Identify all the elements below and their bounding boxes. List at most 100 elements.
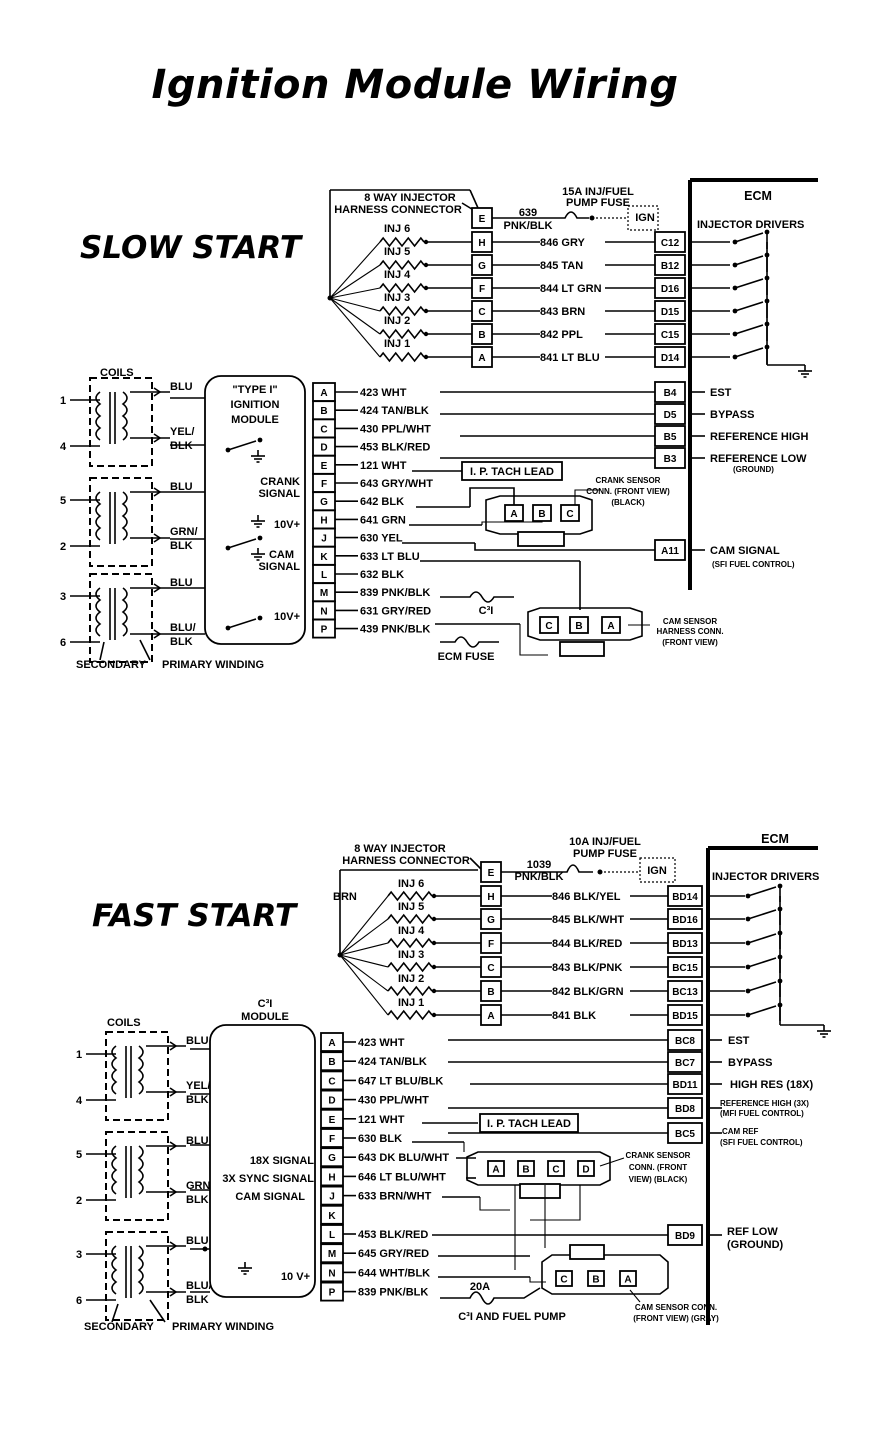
wire-node bbox=[423, 308, 429, 314]
wire-node bbox=[202, 1246, 208, 1252]
fast-module-pin-label: E bbox=[329, 1115, 336, 1126]
fast-arrow bbox=[111, 1303, 119, 1323]
fast-ecm-label: HIGH RES (18X) bbox=[730, 1079, 813, 1091]
fast-coil-25-arrow bbox=[169, 1141, 178, 1151]
fast-heading: FAST START bbox=[92, 898, 299, 934]
slow-cam-sensor-label: HARNESS CONN. bbox=[656, 627, 723, 636]
fast-fuse-label: 10A INJ/FUEL bbox=[569, 836, 641, 848]
slow-module-switch bbox=[257, 437, 263, 443]
fast-coil-14-wire-label: BLK bbox=[186, 1094, 209, 1106]
fast-injector-label: INJ 5 bbox=[398, 901, 424, 913]
slow-module-pin-label: K bbox=[320, 552, 328, 563]
fast-injector-drivers: INJECTOR DRIVERS bbox=[712, 871, 819, 883]
fast-ecm-inj-pin bbox=[667, 885, 703, 907]
fast-coil-14-arrow bbox=[169, 1041, 178, 1051]
fast-crank-sensor-pin bbox=[547, 1160, 565, 1177]
fast-crank-sensor-pin-label: C bbox=[552, 1165, 559, 1176]
fast-crank-sensor-label: VIEW) (BLACK) bbox=[629, 1175, 688, 1184]
fast-cam-sensor-pin-label: B bbox=[592, 1275, 599, 1286]
fast-ecm-inj-pin bbox=[667, 956, 703, 978]
slow-injector-drivers: INJECTOR DRIVERS bbox=[697, 219, 804, 231]
fast-ref-low: (GROUND) bbox=[727, 1239, 784, 1251]
slow-crank-signal: CRANK bbox=[260, 476, 300, 488]
slow-ecm-label: REFERENCE LOW bbox=[710, 453, 807, 465]
slow-inj-wire-label: 843 BRN bbox=[540, 306, 585, 318]
fast-crank-pointer bbox=[599, 1157, 625, 1167]
slow-module-wire-label: 633 LT BLU bbox=[360, 551, 420, 563]
slow-module-switch bbox=[227, 440, 257, 451]
fast-coil-36-wire-label: BLU/ bbox=[186, 1280, 212, 1292]
slow-crank-sensor-pin-label: C bbox=[566, 509, 573, 520]
fast-coil-14-arrow bbox=[169, 1087, 178, 1097]
slow-ground-label: (GROUND) bbox=[733, 465, 774, 474]
slow-injector-label: INJ 2 bbox=[384, 315, 410, 327]
slow-ecm-pin bbox=[654, 425, 686, 447]
fast-coil-14-num: 1 bbox=[76, 1049, 82, 1061]
slow-c3i-label: C³I bbox=[479, 605, 494, 617]
slow-module-label: MODULE bbox=[231, 414, 279, 426]
slow-cam-signal: SIGNAL bbox=[258, 561, 300, 573]
slow-feed bbox=[469, 189, 479, 209]
slow-coil-36-arrow bbox=[153, 583, 162, 593]
fast-cam-sensor-pin-label: A bbox=[624, 1275, 631, 1286]
slow-module-switch bbox=[227, 538, 257, 549]
slow-ecm-inj-pin bbox=[654, 300, 686, 322]
slow-inj-wire-label: 844 LT GRN bbox=[540, 283, 602, 295]
injector-coil bbox=[379, 282, 425, 294]
fast-signal-label: 18X SIGNAL bbox=[250, 1155, 314, 1167]
fast-brn: BRN bbox=[333, 891, 357, 903]
slow-coil-14-arrow bbox=[153, 433, 162, 443]
fast-inj-wire-label: 846 BLK/YEL bbox=[552, 891, 621, 903]
slow-cam-label: (SFI FUEL CONTROL) bbox=[712, 560, 795, 569]
fast-module-wire-label: 633 BRN/WHT bbox=[358, 1191, 432, 1203]
slow-driver-switch bbox=[734, 255, 764, 266]
slow-module-label: "TYPE I" bbox=[232, 384, 277, 396]
fast-inj-wire-label: 844 BLK/RED bbox=[552, 938, 622, 950]
slow-coil-36-num: 6 bbox=[60, 637, 66, 649]
fast-injector-label: INJ 2 bbox=[398, 973, 424, 985]
fast-ecm-inj-pin bbox=[667, 908, 703, 930]
slow-crank-sensor bbox=[485, 495, 593, 535]
slow-module-pin-label: J bbox=[321, 534, 327, 545]
fast-injector-label: INJ 4 bbox=[398, 925, 425, 937]
fast-pointer bbox=[469, 857, 483, 871]
fast-ecm-pin bbox=[667, 1051, 703, 1073]
fast-coil-14-winding bbox=[137, 1045, 144, 1095]
slow-crank-signal: SIGNAL bbox=[258, 488, 300, 500]
slow-module-switch bbox=[257, 615, 263, 621]
fast-module-wire-label: 647 LT BLU/BLK bbox=[358, 1075, 443, 1087]
fast-ecm-inj-pin bbox=[667, 932, 703, 954]
slow-module-pin-label: F bbox=[321, 479, 327, 490]
fast-ecm-inj-pin-label: BD15 bbox=[672, 1011, 698, 1022]
fast-module-wire-label: 423 WHT bbox=[358, 1037, 405, 1049]
slow-inj-wire-label: 846 GRY bbox=[540, 237, 586, 249]
fast-ref-high: (MFI FUEL CONTROL) bbox=[720, 1109, 804, 1118]
wire-node bbox=[423, 354, 429, 360]
fast-module-wire-label: 646 LT BLU/WHT bbox=[358, 1171, 446, 1183]
slow-coil-25-wire-label: BLK bbox=[170, 540, 193, 552]
slow-inj-feed bbox=[329, 297, 381, 335]
slow-coil-25-wire-label: GRN/ bbox=[170, 526, 198, 538]
slow-fuse-wire bbox=[492, 211, 589, 219]
slow-module-pin-label: H bbox=[320, 515, 327, 526]
fast-pump-wire: PNK/BLK bbox=[515, 871, 564, 883]
slow-coil-25-arrow bbox=[153, 533, 162, 543]
page-title: Ignition Module Wiring bbox=[151, 62, 679, 108]
slow-module-wire-label: 631 GRY/RED bbox=[360, 605, 431, 617]
slow-ecm-inj-pin bbox=[654, 254, 686, 276]
fast-ecm-inj-pin-label: BD13 bbox=[672, 939, 698, 950]
slow-arrow bbox=[139, 639, 151, 661]
slow-ecm-pin-label: B5 bbox=[664, 432, 677, 443]
fast-inj-wire-label: 843 BLK/PNK bbox=[552, 962, 622, 974]
fast-signal-label: 3X SYNC SIGNAL bbox=[222, 1173, 314, 1185]
fast-module-pin bbox=[320, 1204, 344, 1225]
fast-coil-36-wire-label: BLK bbox=[186, 1294, 209, 1306]
slow-sensor-wire bbox=[574, 489, 600, 505]
slow-injector-label: INJ 5 bbox=[384, 246, 410, 258]
slow-pump-wire: PNK/BLK bbox=[504, 220, 553, 232]
slow-ecm-label: REFERENCE HIGH bbox=[710, 431, 808, 443]
fast-module-wire-label: 430 PPL/WHT bbox=[358, 1095, 429, 1107]
fast-ecm-label: ECM bbox=[761, 832, 789, 846]
fast-module-wire-label: 839 PNK/BLK bbox=[358, 1287, 428, 1299]
slow-module-wire-label: 641 GRN bbox=[360, 514, 406, 526]
